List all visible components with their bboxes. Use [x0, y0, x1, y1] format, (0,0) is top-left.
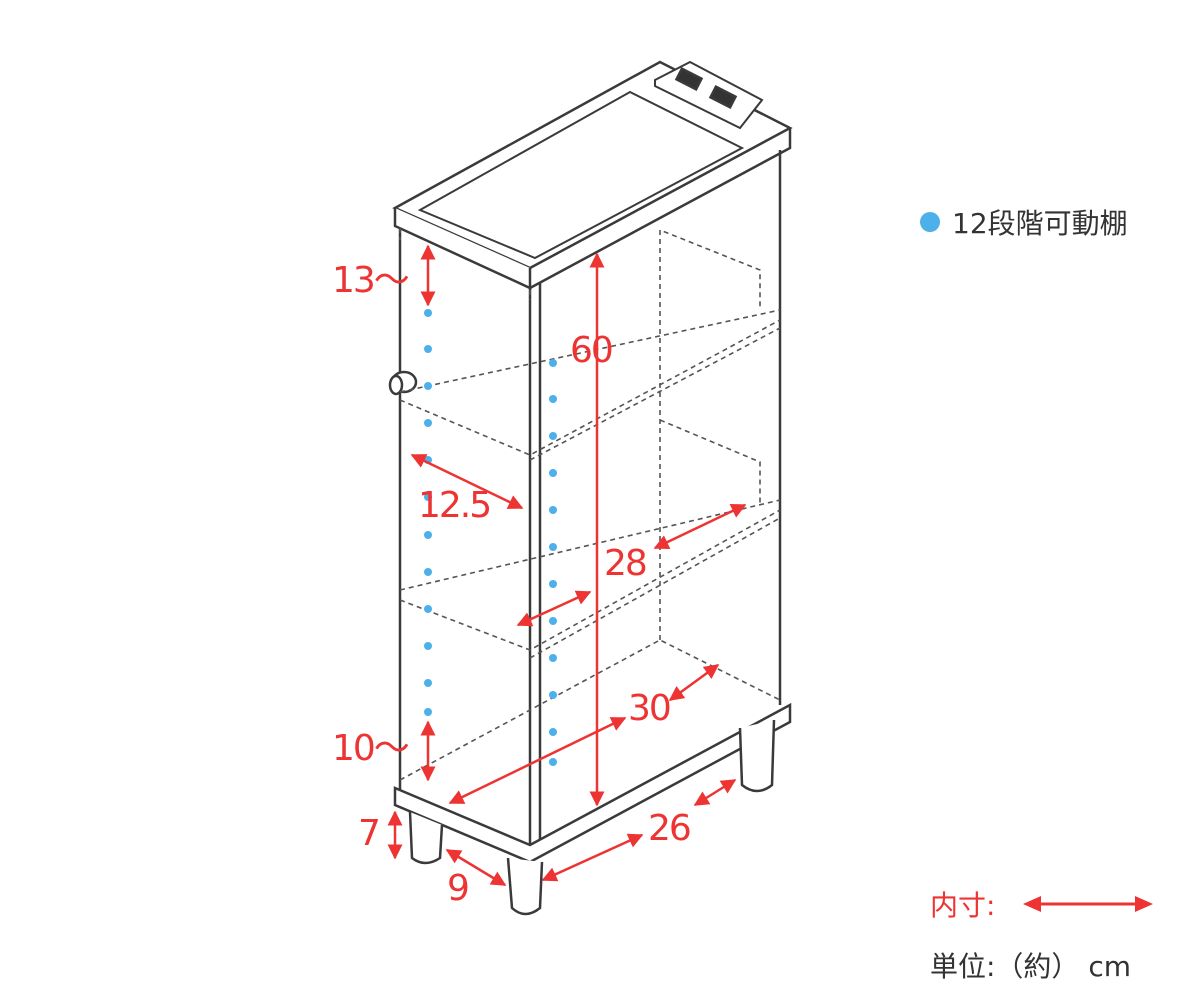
shelf-pin-holes	[424, 309, 557, 766]
cabinet-outline	[388, 60, 793, 916]
dim-shelf-depth: 12.5	[418, 485, 490, 526]
dim-height: 60	[570, 330, 612, 371]
dim-leg-height: 7	[358, 813, 379, 854]
dimension-arrows	[387, 244, 747, 887]
dim-top-clearance: 13〜	[332, 260, 409, 301]
inner-label: 内寸:	[930, 889, 996, 922]
dim-shelf-width: 28	[604, 543, 646, 584]
double-arrow-icon	[1023, 896, 1154, 912]
dim-inner-width: 30	[628, 688, 670, 729]
dimension-labels: 13〜 60 12.5 28 30 10〜 7 9 26	[332, 260, 692, 909]
dim-base-width: 26	[648, 808, 690, 849]
inner-dimension-legend: 内寸:	[930, 884, 1154, 924]
dim-base-depth: 9	[447, 868, 468, 909]
unit-legend: 単位:（約） cm	[930, 950, 1132, 983]
dim-bottom-clearance: 10〜	[332, 728, 409, 769]
shelf-legend: 12段階可動棚	[920, 202, 1128, 242]
shelf-dot-icon	[920, 212, 940, 232]
shelf-note: 12段階可動棚	[952, 207, 1128, 240]
